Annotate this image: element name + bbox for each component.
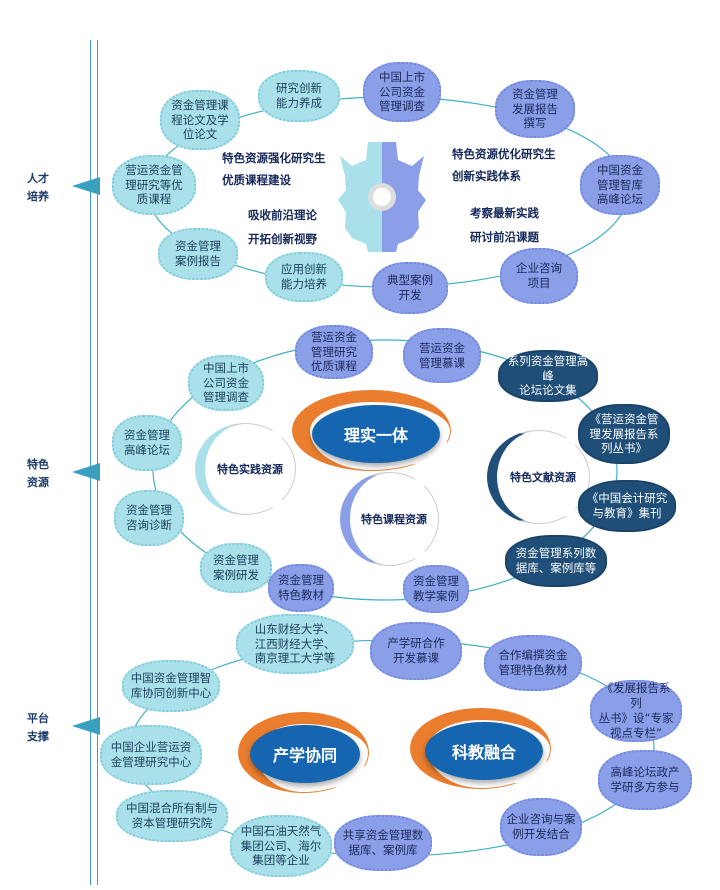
circle-literature-resources: 特色文献资源 bbox=[487, 430, 590, 524]
node-summit-forum: 资金管理 高峰论坛 bbox=[112, 415, 182, 471]
node-mooc: 营运资金 管理慕课 bbox=[403, 328, 481, 383]
caption: 开拓创新视野 bbox=[248, 232, 317, 246]
node-thesis: 资金管理课 程论文及学 位论文 bbox=[160, 90, 240, 150]
node-mooc-cooperation: 产学研合作 开发慕课 bbox=[370, 622, 462, 680]
divider-line bbox=[90, 40, 91, 885]
core-industry-academia: 产学协同 bbox=[250, 725, 360, 783]
caption: 特色资源强化研究生 bbox=[222, 151, 326, 165]
caption: 优质课程建设 bbox=[222, 173, 291, 187]
arrow-icon bbox=[72, 177, 100, 195]
caption: 考察最新实践 bbox=[470, 206, 539, 220]
node-teaching-cases: 资金管理 教学案例 bbox=[403, 565, 469, 613]
node-research-center: 中国企业营运资 金管理研究中心 bbox=[100, 725, 202, 785]
circle-practice-resources: 特色实践资源 bbox=[195, 423, 296, 515]
gear-icon bbox=[338, 142, 426, 252]
node-journal: 《中国会计研究 与教育》集刊 bbox=[578, 480, 676, 532]
arrow-icon bbox=[72, 717, 100, 735]
node-working-capital-course: 营运资金 管理研究 优质课程 bbox=[295, 325, 373, 379]
core-theory-practice: 理实一体 bbox=[312, 405, 440, 463]
node-listed-company-survey: 中国上市 公司资金 管理调查 bbox=[188, 355, 264, 411]
core-science-education: 科教融合 bbox=[425, 722, 543, 780]
caption: 研讨前沿课题 bbox=[470, 230, 539, 244]
caption: 吸收前沿理论 bbox=[248, 208, 317, 222]
node-quality-course: 营运资金管 理研究等优 质课程 bbox=[112, 155, 196, 215]
node-applied-ability: 应用创新 能力培养 bbox=[265, 252, 343, 302]
node-case-development: 典型案例 开发 bbox=[372, 262, 448, 314]
node-consulting-project: 企业咨询 项目 bbox=[500, 248, 578, 304]
node-listed-company-survey: 中国上市 公司资金 管理调查 bbox=[363, 62, 441, 122]
arrow-icon bbox=[72, 463, 100, 481]
node-forum-proceedings: 系列资金管理高峰 论坛论文集 bbox=[498, 350, 598, 402]
node-databases: 资金管理系列数 据库、案例库等 bbox=[505, 535, 607, 587]
node-enterprises: 中国石油天然气 集团公司、海尔 集团等企业 bbox=[230, 815, 332, 877]
node-expert-column: 《发展报告系列 丛书》设“专家 视点专栏” bbox=[590, 680, 682, 742]
node-report-writing: 资金管理 发展报告 撰写 bbox=[495, 80, 575, 138]
caption: 特色资源优化研究生 bbox=[452, 147, 556, 161]
node-think-tank-forum: 中国资金 管理智库 高峰论坛 bbox=[580, 155, 660, 215]
section-label-platform: 平台 支撑 bbox=[27, 712, 49, 743]
node-co-textbooks: 合作编撰资金 管理特色教材 bbox=[484, 635, 582, 691]
node-case-report: 资金管理 案例报告 bbox=[158, 228, 238, 280]
circle-course-resources: 特色课程资源 bbox=[340, 472, 439, 566]
node-textbooks: 资金管理 特色教材 bbox=[268, 564, 334, 612]
section-label-talent: 人才 培养 bbox=[27, 172, 49, 203]
node-case-research: 资金管理 案例研发 bbox=[200, 543, 272, 593]
node-multi-party-forum: 高峰论坛政产 学研多方参与 bbox=[598, 750, 692, 810]
caption: 创新实践体系 bbox=[452, 169, 521, 183]
section-label-resources: 特色 资源 bbox=[27, 458, 49, 489]
divider-line bbox=[97, 40, 98, 885]
node-research-ability: 研究创新 能力养成 bbox=[258, 70, 340, 122]
node-shared-databases: 共享资金管理数 据库、案例库 bbox=[334, 815, 432, 871]
node-consulting-diagnosis: 资金管理 咨询诊断 bbox=[114, 490, 184, 546]
node-capital-institute: 中国混合所有制与 资本管理研究院 bbox=[116, 790, 228, 842]
node-universities: 山东财经大学、 江西财经大学、 南京理工大学等 bbox=[236, 614, 354, 674]
node-report-series: 《营运资金管 理发展报告系 列丛书》 bbox=[578, 404, 670, 464]
node-consulting-case: 企业咨询与案 例开发结合 bbox=[500, 798, 582, 856]
node-innovation-center: 中国资金管理智 库协同创新中心 bbox=[122, 660, 220, 712]
